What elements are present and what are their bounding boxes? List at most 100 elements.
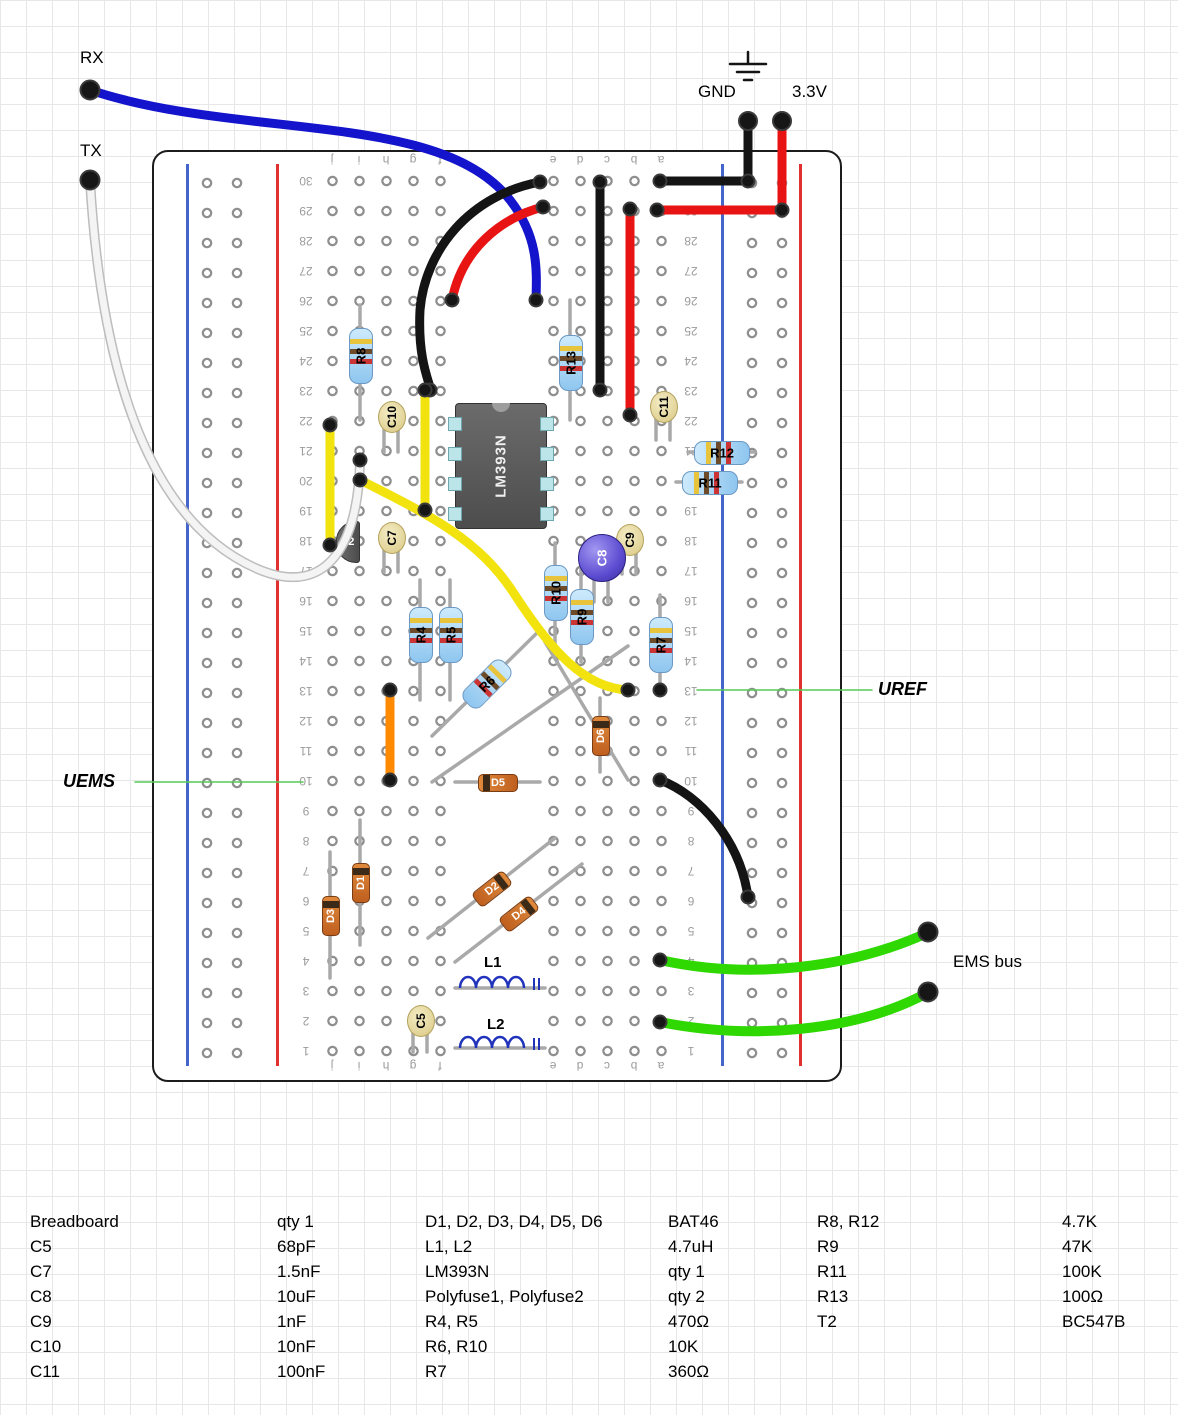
bom-cell: qty 1 bbox=[277, 1212, 314, 1231]
bom-cell: Polyfuse1, Polyfuse2 bbox=[425, 1287, 584, 1306]
bom-cell: C5 bbox=[30, 1237, 52, 1256]
diode-d1: D1 bbox=[352, 863, 370, 903]
resistor-r7: R7 bbox=[649, 617, 673, 673]
polyfuse1-leads bbox=[430, 644, 630, 784]
bom-cell: R9 bbox=[817, 1237, 839, 1256]
ic-lm393n: LM393N bbox=[448, 403, 554, 529]
resistor-r8: R8 bbox=[349, 328, 373, 384]
resistor-r12: R12 bbox=[694, 441, 750, 465]
bom-cell: C9 bbox=[30, 1312, 52, 1331]
resistor-r13: R13 bbox=[559, 335, 583, 391]
resistor-r10: R10 bbox=[544, 565, 568, 621]
ic-pin bbox=[448, 447, 462, 461]
capacitor-c7: C7 bbox=[378, 522, 406, 554]
capacitor-c11: C11 bbox=[650, 391, 678, 423]
bom-cell: BAT46 bbox=[668, 1212, 719, 1231]
black-wire-bottom bbox=[655, 775, 753, 902]
bom-cell: 68pF bbox=[277, 1237, 316, 1256]
bom-cell: 470Ω bbox=[668, 1312, 710, 1331]
bom-cell: D1, D2, D3, D4, D5, D6 bbox=[425, 1212, 603, 1231]
wire-endpoints bbox=[79, 79, 939, 1030]
polyfuse2-leads bbox=[543, 640, 630, 782]
capacitor-c5: C5 bbox=[407, 1005, 435, 1037]
left-rail-red-line bbox=[276, 164, 279, 1066]
uems-label: UEMS bbox=[63, 771, 116, 791]
tx-wire-outline bbox=[85, 175, 365, 583]
diode-d3: D3 bbox=[322, 896, 340, 936]
ic-pin bbox=[448, 417, 462, 431]
ic-pin bbox=[540, 417, 554, 431]
resistor-r9: R9 bbox=[570, 589, 594, 645]
bom-cell: 10uF bbox=[277, 1287, 316, 1306]
left-rail-blue-line bbox=[186, 164, 189, 1066]
bom-cell: R11 bbox=[817, 1262, 847, 1281]
bom-cell: Breadboard bbox=[30, 1212, 119, 1231]
diode-d5: D5 bbox=[478, 774, 518, 792]
bom-cell: C10 bbox=[30, 1337, 62, 1356]
right-rail-blue-line bbox=[721, 164, 724, 1066]
bom-cell: BC547B bbox=[1062, 1312, 1126, 1331]
c10-leads bbox=[382, 428, 400, 454]
ems-bus-wire-2 bbox=[655, 988, 932, 1037]
capacitor-c8: C8 bbox=[578, 534, 626, 582]
capacitor-c10: C10 bbox=[378, 401, 406, 433]
bom-cell: R4, R5 bbox=[425, 1312, 478, 1331]
bom-cell: LM393N bbox=[425, 1262, 490, 1281]
bom-cell: R13 bbox=[817, 1287, 849, 1306]
bom-cell: 10nF bbox=[277, 1337, 316, 1356]
inductor-l2 bbox=[458, 1035, 540, 1050]
resistor-r4: R4 bbox=[409, 607, 433, 663]
c8-leads bbox=[592, 576, 610, 604]
ems-bus-label: EMS bus bbox=[953, 952, 1022, 971]
tx-wire bbox=[86, 176, 364, 581]
ic-pin bbox=[540, 447, 554, 461]
ic-pin bbox=[448, 477, 462, 491]
ems-bus-wire-1 bbox=[655, 928, 932, 975]
bom-cell: 4.7K bbox=[1062, 1212, 1097, 1231]
uref-label: UREF bbox=[878, 679, 927, 699]
rx-label: RX bbox=[80, 48, 104, 67]
c7-leads bbox=[382, 548, 400, 574]
ic-pin bbox=[540, 477, 554, 491]
tx-label: TX bbox=[80, 141, 102, 160]
red-wire-curved bbox=[447, 202, 548, 305]
bom-cell: L1, L2 bbox=[425, 1237, 473, 1256]
inductor-l1-label: L1 bbox=[484, 954, 502, 971]
bom-cell: C11 bbox=[30, 1362, 60, 1381]
diode-d6: D6 bbox=[592, 716, 610, 756]
inductor-l1 bbox=[458, 975, 540, 990]
bom-cell: R7 bbox=[425, 1362, 447, 1381]
bom-cell: R8, R12 bbox=[817, 1212, 880, 1231]
resistor-r5: R5 bbox=[439, 607, 463, 663]
bom-cell: C7 bbox=[30, 1262, 52, 1281]
bom-cell: 100nF bbox=[277, 1362, 326, 1381]
bom-cell: 10K bbox=[668, 1337, 699, 1356]
bom-cell: qty 1 bbox=[668, 1262, 705, 1281]
c11-leads bbox=[654, 416, 672, 442]
breadboard bbox=[152, 150, 842, 1082]
bom-cell: C8 bbox=[30, 1287, 52, 1306]
ic-pin bbox=[448, 507, 462, 521]
bom-cell: 100K bbox=[1062, 1262, 1102, 1281]
inductor-l2-label: L2 bbox=[487, 1016, 505, 1033]
bom-cell: 1.5nF bbox=[277, 1262, 321, 1281]
bom-cell: 1nF bbox=[277, 1312, 307, 1331]
right-power-rail-holes bbox=[737, 168, 797, 1064]
black-wire-curved bbox=[415, 177, 545, 395]
bom-cell: 4.7uH bbox=[668, 1237, 714, 1256]
yellow-wire-long bbox=[355, 475, 633, 695]
rx-wire bbox=[85, 85, 541, 305]
bom-cell: R6, R10 bbox=[425, 1337, 488, 1356]
ic-notch bbox=[492, 403, 510, 412]
ic-pin bbox=[540, 507, 554, 521]
bom-cell: T2 bbox=[817, 1312, 837, 1331]
gnd-label: GND bbox=[698, 82, 736, 101]
bom-cell: 100Ω bbox=[1062, 1287, 1104, 1306]
right-rail-red-line bbox=[799, 164, 802, 1066]
bom-cell: 360Ω bbox=[668, 1362, 710, 1381]
ground-symbol bbox=[728, 50, 768, 82]
resistor-r11: R11 bbox=[682, 471, 738, 495]
left-power-rail-holes bbox=[192, 168, 252, 1064]
